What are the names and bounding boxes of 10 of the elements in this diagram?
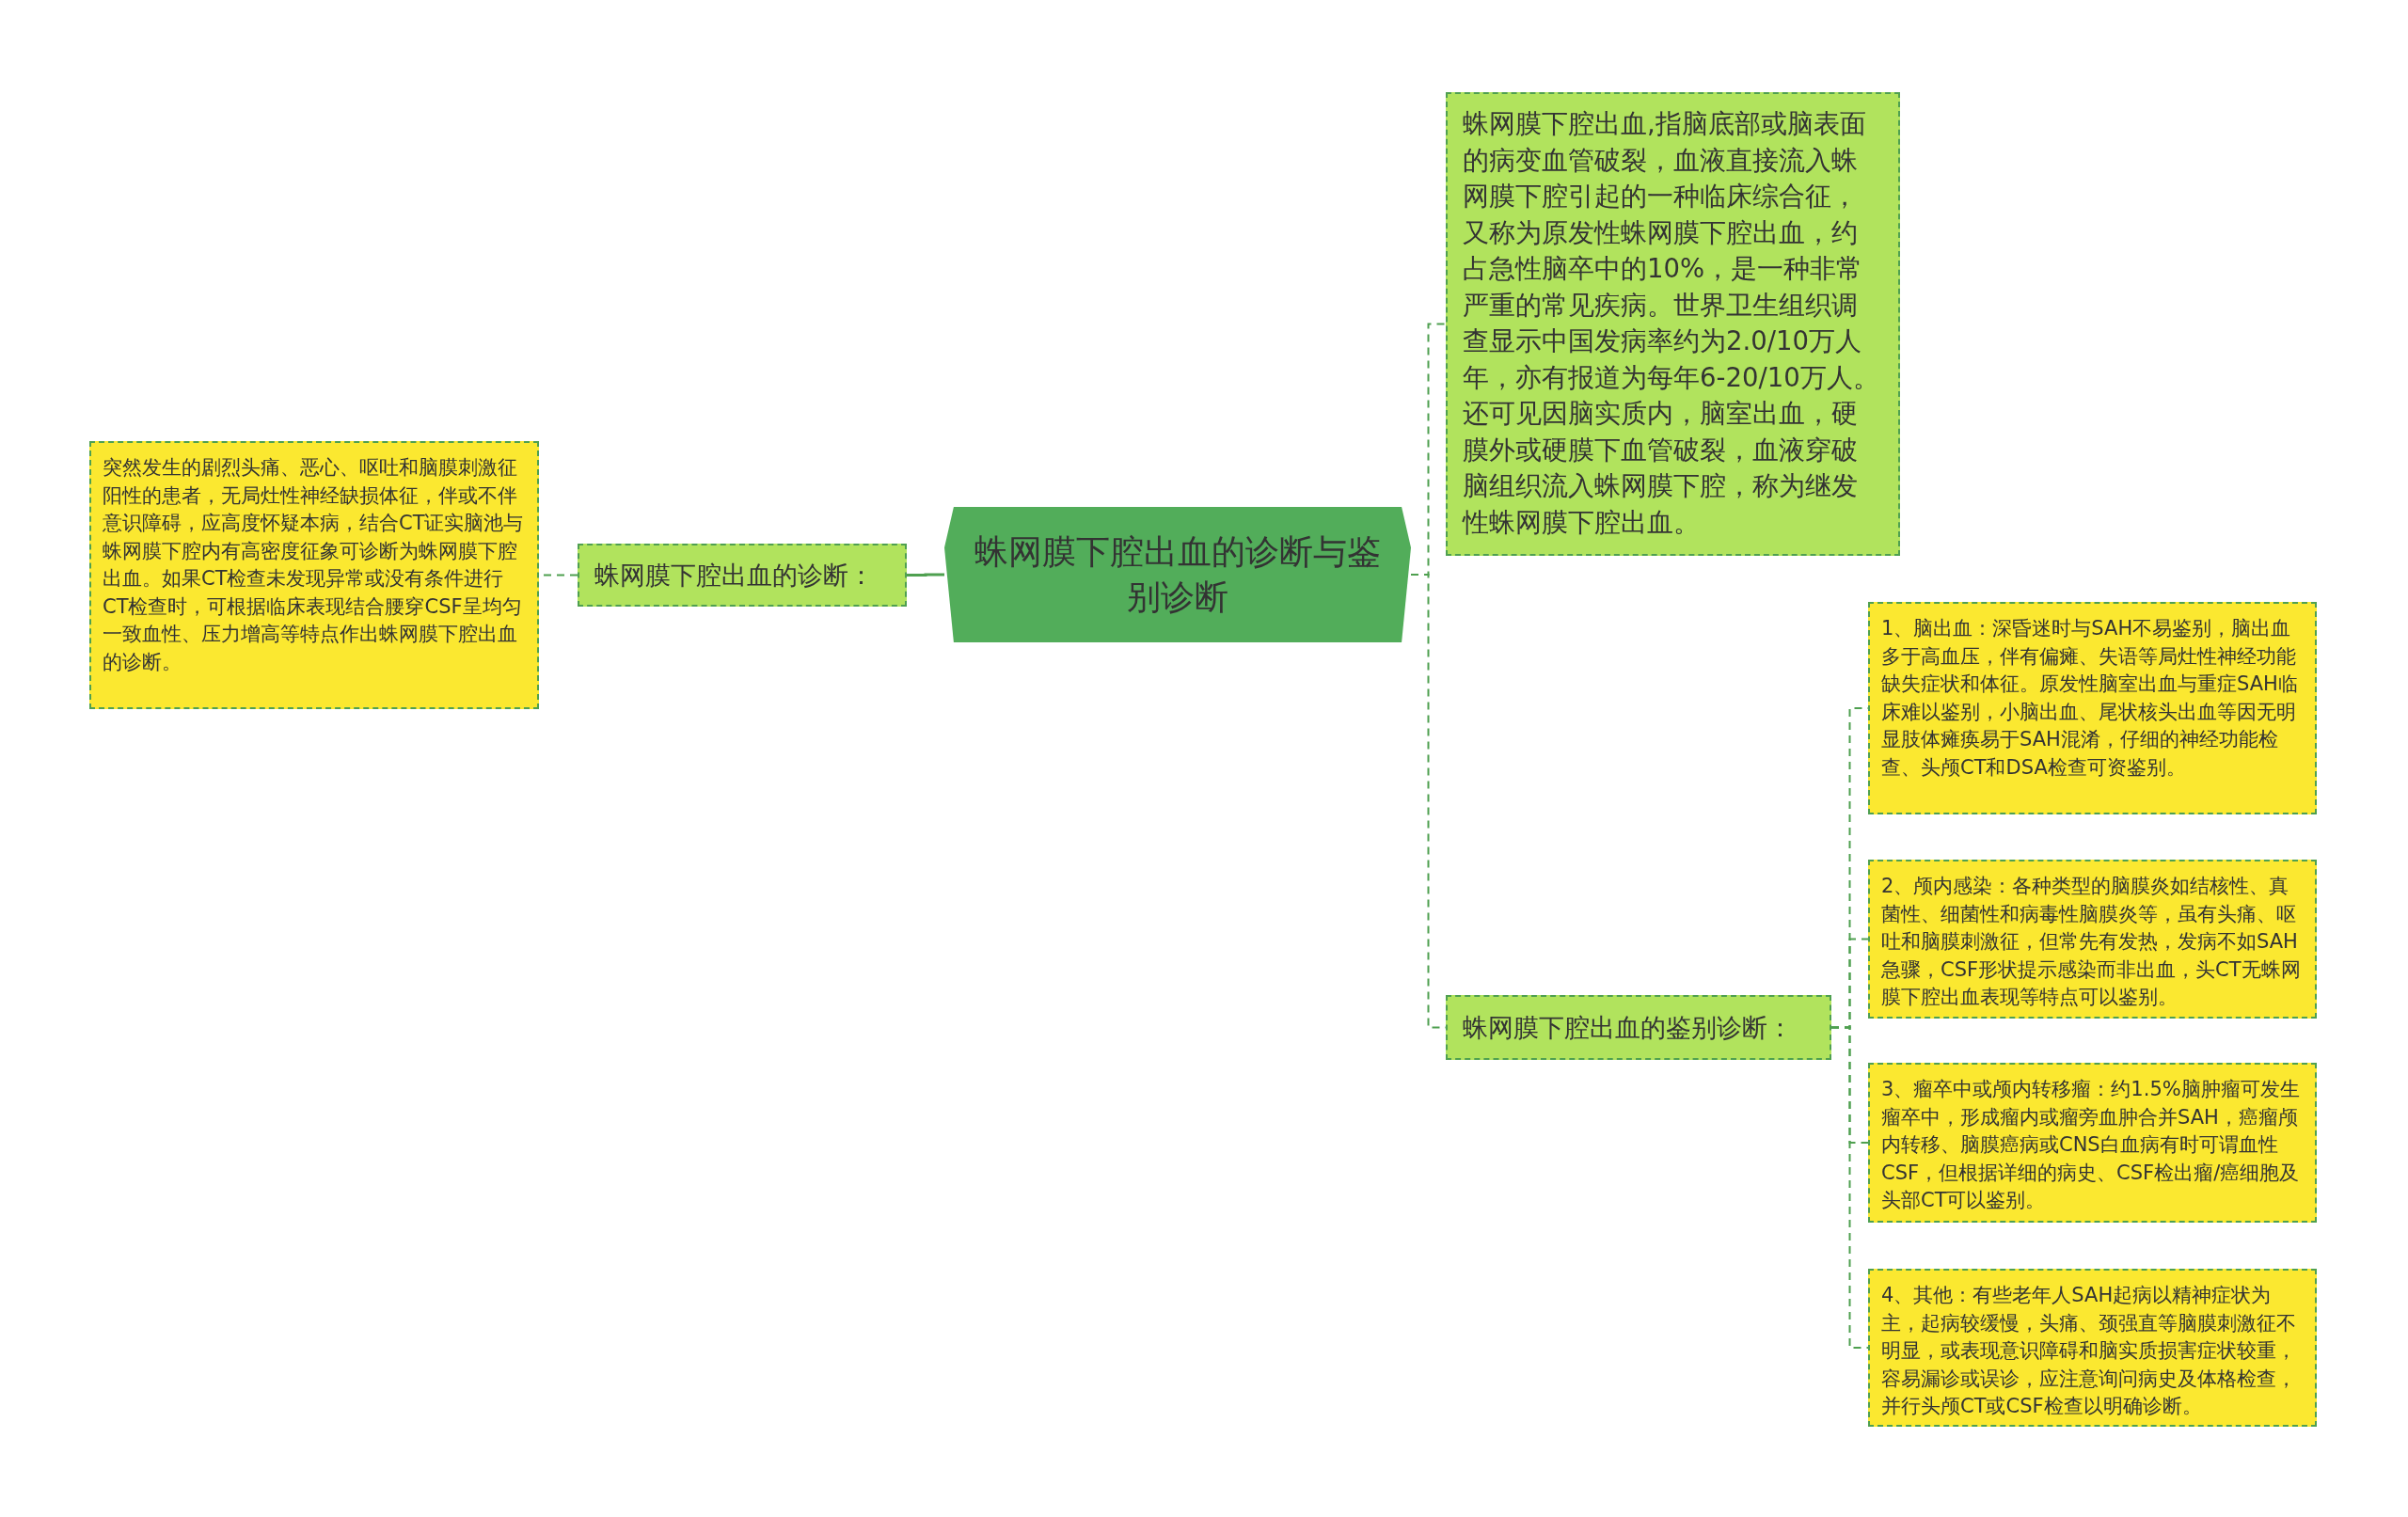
connector-line [1830,1026,1869,1349]
branch-box: 蛛网膜下腔出血的诊断： [578,544,907,607]
connector-line [907,573,944,577]
note-box: 突然发生的剧烈头痛、恶心、呕吐和脑膜刺激征阳性的患者，无局灶性神经缺损体征，伴或不伴意识障碍，应高度怀疑本病，结合CT证实脑池与蛛网膜下腔内有高密度征象可诊断为蛛网膜下腔出血。如果CT检查未发现异常或没有条件进行CT检查时，可根据临床表现结合腰穿CSF呈均匀一致血性、压力增高等特点作出蛛网膜下腔出血的诊断。 [89,441,539,709]
note-box: 2、颅内感染：各种类型的脑膜炎如结核性、真菌性、细菌性和病毒性脑膜炎等，虽有头痛、呕吐和脑膜刺激征，但常先有发热，发病不如SAH急骤，CSF形状提示感染而非出血，头CT无蛛网膜下腔出血表现等特点可以鉴别。 [1868,860,2317,1019]
note-box: 蛛网膜下腔出血,指脑底部或脑表面的病变血管破裂，血液直接流入蛛网膜下腔引起的一种临床综合征，又称为原发性蛛网膜下腔出血，约占急性脑卒中的10%，是一种非常严重的常见疾病。世界卫生组织调查显示中国发病率约为2.0/10万人年，亦有报道为每年6-20/10万人。还可见因脑实质内，脑室出血，硬膜外或硬膜下血管破裂，血液穿破脑组织流入蛛网膜下腔，称为继发性蛛网膜下腔出血。 [1446,92,1900,556]
branch-box: 蛛网膜下腔出血的鉴别诊断： [1446,995,1831,1060]
note-box: 1、脑出血：深昏迷时与SAH不易鉴别，脑出血多于高血压，伴有偏瘫、失语等局灶性神经功能缺失症状和体征。原发性脑室出血与重症SAH临床难以鉴别，小脑出血、尾状核头出血等因无明显肢体瘫痪易于SAH混淆，仔细的神经功能检查、头颅CT和DSA检查可资鉴别。 [1868,602,2317,814]
note-box: 4、其他：有些老年人SAH起病以精神症状为主，起病较缓慢，头痛、颈强直等脑膜刺激征不明显，或表现意识障碍和脑实质损害症状较重，容易漏诊或误诊，应注意询问病史及体格检查，并行头颅CT或CSF检查以明确诊断。 [1868,1269,2317,1427]
note-box: 3、瘤卒中或颅内转移瘤：约1.5%脑肿瘤可发生瘤卒中，形成瘤内或瘤旁血肿合并SAH，癌瘤颅内转移、脑膜癌病或CNS白血病有时可谓血性CSF，但根据详细的病史、CSF检出瘤/癌细胞及头部CT可以鉴别。 [1868,1063,2317,1223]
